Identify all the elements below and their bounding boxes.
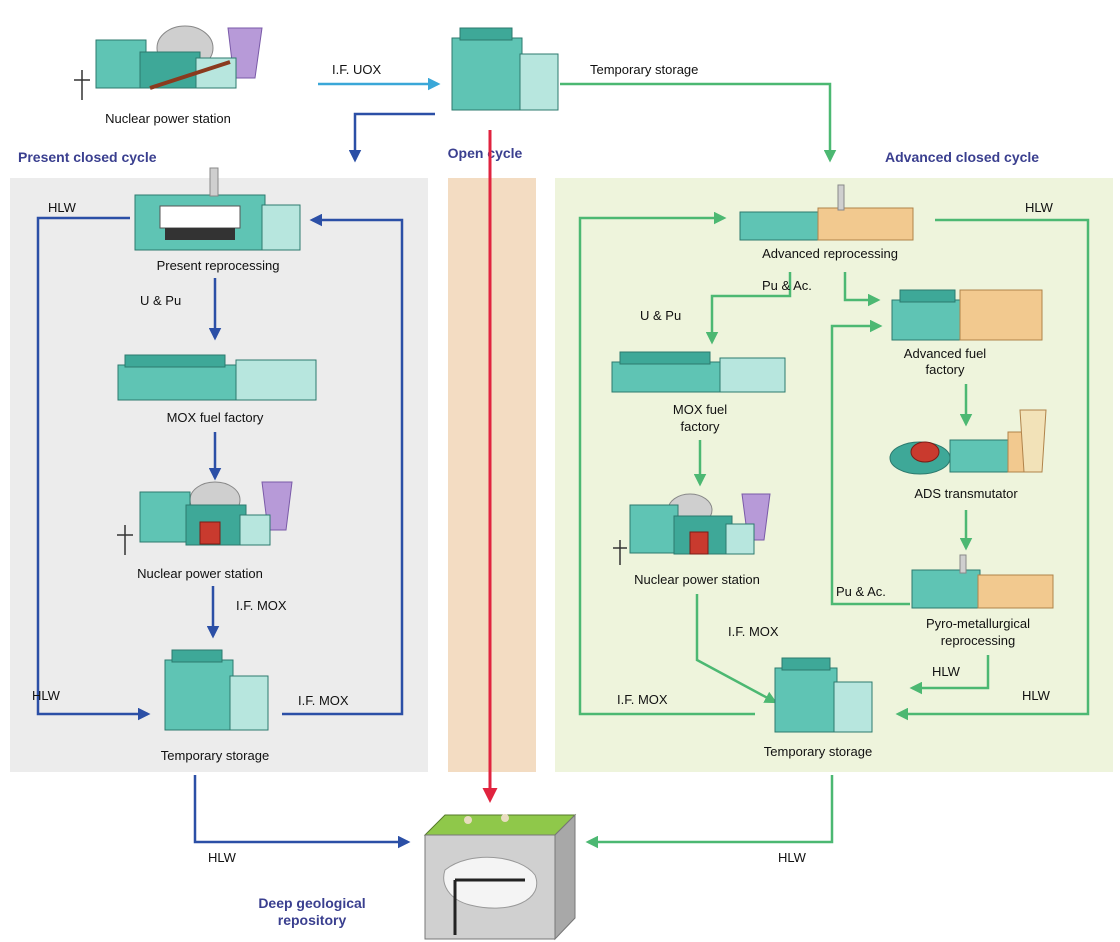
repository-label-1: Deep geological (258, 895, 365, 911)
bottom-hlw-right-arrow (585, 775, 834, 849)
uox-label: I.F. UOX (332, 62, 381, 77)
advanced-u-pu-arrow (705, 272, 792, 345)
present-if-mox-down-label: I.F. MOX (236, 598, 287, 613)
open-cycle-band (448, 178, 536, 772)
advanced-mox-factory-label-2: factory (680, 419, 720, 434)
advanced-pu-ac-top-arrow (843, 272, 881, 307)
present-reprocessing-label: Present reprocessing (157, 258, 280, 273)
ads-transmutator-label: ADS transmutator (914, 486, 1018, 501)
present-hlw-left-label: HLW (32, 688, 61, 703)
advanced-mox-factory-label-1: MOX fuel (673, 402, 727, 417)
present-cycle-title: Present closed cycle (18, 149, 157, 165)
advanced-temp-storage-icon (774, 657, 873, 733)
present-if-mox-right-arrow (282, 213, 404, 716)
to-present-arrow (348, 112, 435, 163)
present-temp-storage-icon (164, 649, 269, 731)
advanced-pu-ac-left-arrow (830, 319, 910, 606)
present-u-pu-label: U & Pu (140, 293, 181, 308)
advanced-hlw-right-arrow (895, 218, 1090, 721)
top-temp-storage-label: Temporary storage (590, 62, 698, 77)
deep-repository-icon (423, 813, 577, 941)
bottom-hlw-left-label: HLW (208, 850, 237, 865)
present-if-mox-right-label: I.F. MOX (298, 693, 349, 708)
advanced-hlw-pyro-arrow (909, 655, 990, 695)
advanced-power-station-label: Nuclear power station (634, 572, 760, 587)
advanced-hlw-pyro-label: HLW (932, 664, 961, 679)
ads-transmutator-icon (889, 409, 1047, 475)
present-hlw-left-arrow (36, 216, 151, 721)
pyro-reprocessing-label-1: Pyro-metallurgical (926, 616, 1030, 631)
advanced-if-mox-left-label: I.F. MOX (617, 692, 668, 707)
advanced-fuel-factory-icon (891, 289, 1043, 341)
advanced-reprocessing-label: Advanced reprocessing (762, 246, 898, 261)
advanced-if-mox-down-arrow (695, 594, 778, 704)
top-power-station-icon (74, 25, 263, 100)
advanced-u-pu-label: U & Pu (640, 308, 681, 323)
advanced-reprocessing-icon (739, 184, 914, 241)
top-power-station-label: Nuclear power station (105, 111, 231, 126)
bottom-hlw-right-label: HLW (778, 850, 807, 865)
advanced-mox-factory-icon (611, 351, 786, 393)
top-temp-storage-arrow (560, 82, 837, 163)
advanced-hlw-top-label: HLW (1025, 200, 1054, 215)
repository-label-2: repository (278, 912, 347, 928)
advanced-pu-ac-top-label: Pu & Ac. (762, 278, 812, 293)
advanced-cycle-title: Advanced closed cycle (885, 149, 1039, 165)
present-temp-storage-label: Temporary storage (161, 748, 269, 763)
present-hlw-top-label: HLW (48, 200, 77, 215)
present-reprocessing-icon (134, 167, 301, 251)
present-power-station-icon (117, 481, 293, 555)
advanced-temp-storage-label: Temporary storage (764, 744, 872, 759)
advanced-fuel-factory-label-2: factory (925, 362, 965, 377)
present-power-station-label: Nuclear power station (137, 566, 263, 581)
advanced-if-mox-left-arrow (578, 211, 755, 716)
present-mox-factory-label: MOX fuel factory (167, 410, 264, 425)
pyro-reprocessing-icon (911, 554, 1054, 609)
advanced-if-mox-down-label: I.F. MOX (728, 624, 779, 639)
pyro-reprocessing-label-2: reprocessing (941, 633, 1015, 648)
advanced-power-station-icon (613, 493, 771, 565)
open-cycle-title: Open cycle (448, 145, 523, 161)
bottom-hlw-left-arrow (193, 775, 411, 849)
present-mox-factory-icon (117, 354, 317, 401)
advanced-fuel-factory-label-1: Advanced fuel (904, 346, 987, 361)
top-temp-storage-icon (451, 27, 559, 111)
advanced-hlw-right-label: HLW (1022, 688, 1051, 703)
advanced-pu-ac-left-label: Pu & Ac. (836, 584, 886, 599)
